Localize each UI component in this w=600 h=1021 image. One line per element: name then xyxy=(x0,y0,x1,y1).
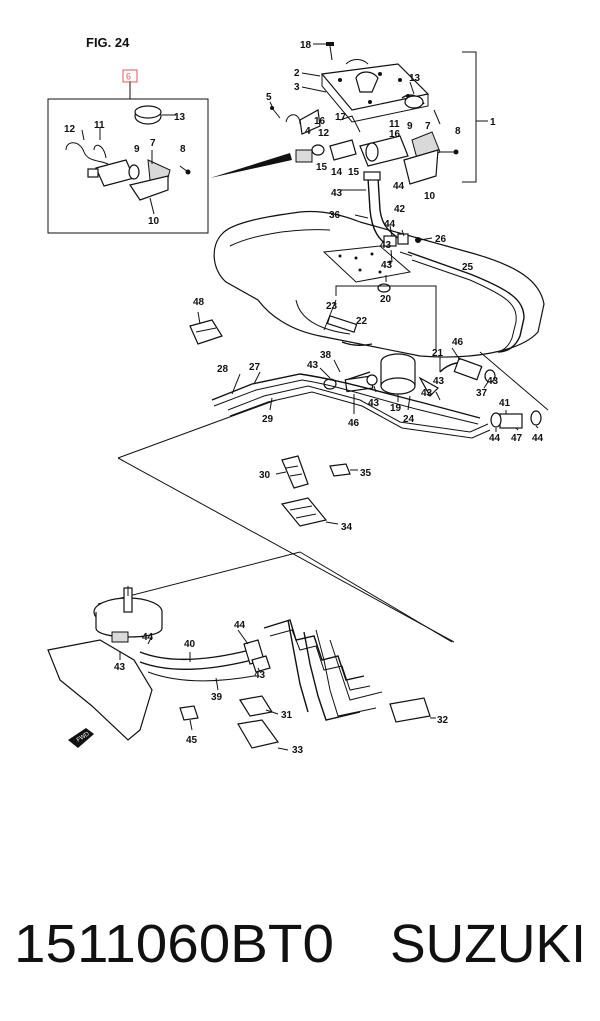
figure-title: FIG. 24 xyxy=(86,35,130,50)
label-16b: 16 xyxy=(389,129,401,140)
label-22: 22 xyxy=(356,316,368,327)
label-31: 31 xyxy=(281,710,293,721)
label-10: 10 xyxy=(424,191,436,202)
label-26: 26 xyxy=(435,234,447,245)
label-43c: 43 xyxy=(381,260,393,271)
forward-direction-arrow: FWD xyxy=(68,728,94,748)
label-43e: 43 xyxy=(487,376,499,387)
label-47: 47 xyxy=(511,433,523,444)
label-10-inset: 10 xyxy=(148,216,160,227)
inset-reference-box xyxy=(122,69,138,83)
pipe-25 xyxy=(407,251,525,353)
label-21: 21 xyxy=(432,348,444,359)
label-48: 48 xyxy=(193,297,205,308)
label-42: 42 xyxy=(394,204,406,215)
label-43g: 43 xyxy=(421,388,433,399)
label-13: 13 xyxy=(409,73,421,84)
hose-40 xyxy=(139,649,251,661)
label-16: 16 xyxy=(314,116,326,127)
label-1: 1 xyxy=(490,117,496,128)
label-2: 2 xyxy=(294,68,300,79)
fuel-system-parts-diagram: FIG. 24 6 xyxy=(47,35,549,756)
label-43: 43 xyxy=(331,188,343,199)
leader-lines xyxy=(81,43,539,715)
label-43-lower: 43 xyxy=(254,670,266,681)
label-5: 5 xyxy=(266,92,272,103)
label-12: 12 xyxy=(318,128,330,139)
label-36: 36 xyxy=(329,210,341,221)
throttle-body-assembly xyxy=(47,586,163,741)
label-30: 30 xyxy=(259,470,271,481)
label-3: 3 xyxy=(294,82,300,93)
inset-border xyxy=(47,98,209,234)
label-11: 11 xyxy=(389,119,400,130)
label-8-inset: 8 xyxy=(180,144,186,155)
label-24: 24 xyxy=(403,414,415,425)
label-32: 32 xyxy=(437,715,449,726)
label-43i: 43 xyxy=(114,662,126,673)
label-4: 4 xyxy=(305,126,311,137)
label-44c: 44 xyxy=(489,433,501,444)
label-12-inset: 12 xyxy=(64,124,76,135)
label-34: 34 xyxy=(341,522,353,533)
label-33: 33 xyxy=(292,745,304,756)
label-8: 8 xyxy=(455,126,461,137)
fuel-pump-assembly xyxy=(270,42,459,185)
label-19: 19 xyxy=(390,403,402,414)
label-43f: 43 xyxy=(433,376,445,387)
label-41: 41 xyxy=(499,398,511,409)
label-15: 15 xyxy=(316,162,328,173)
inset-panel: 6 xyxy=(47,69,209,234)
label-43h: 43 xyxy=(368,398,380,409)
label-37: 37 xyxy=(476,388,488,399)
label-18: 18 xyxy=(300,40,312,51)
label-44d: 44 xyxy=(532,433,544,444)
label-9: 9 xyxy=(407,121,413,132)
label-7-inset: 7 xyxy=(150,138,156,149)
label-27: 27 xyxy=(249,362,261,373)
fuel-line-27 xyxy=(211,373,481,419)
label-45: 45 xyxy=(186,735,198,746)
part-labels: 18 2 3 13 5 16 17 11 4 12 16 9 7 8 1 15 … xyxy=(64,40,544,756)
label-11-inset: 11 xyxy=(94,120,105,131)
fuel-tank xyxy=(213,210,545,358)
inset-reference-label: 6 xyxy=(126,72,131,82)
label-35: 35 xyxy=(360,468,372,479)
label-15b: 15 xyxy=(348,167,360,178)
group-bracket xyxy=(462,51,477,183)
fuel-filter xyxy=(380,353,416,402)
label-23: 23 xyxy=(326,301,338,312)
caption-bar: 1511060BT0 SUZUKI xyxy=(14,914,586,974)
label-46: 46 xyxy=(452,337,464,348)
label-44b: 44 xyxy=(384,219,396,230)
part-number: 1511060BT0 xyxy=(14,914,334,974)
callout-arrow xyxy=(210,153,292,178)
label-25: 25 xyxy=(462,262,474,273)
label-29: 29 xyxy=(262,414,274,425)
label-20: 20 xyxy=(380,294,392,305)
label-9-inset: 9 xyxy=(134,144,140,155)
fuel-line-29 xyxy=(227,385,489,433)
label-28: 28 xyxy=(217,364,229,375)
label-40: 40 xyxy=(184,639,196,650)
label-39: 39 xyxy=(211,692,223,703)
label-44: 44 xyxy=(393,181,405,192)
label-13-inset: 13 xyxy=(174,112,186,123)
label-38: 38 xyxy=(320,350,332,361)
label-17: 17 xyxy=(335,112,347,123)
brand-name: SUZUKI xyxy=(390,914,586,974)
label-43b: 43 xyxy=(380,240,392,251)
label-43d: 43 xyxy=(307,360,319,371)
clip-48 xyxy=(189,319,223,345)
label-7: 7 xyxy=(425,121,431,132)
label-46b: 46 xyxy=(348,418,360,429)
label-44f: 44 xyxy=(142,632,154,643)
label-44e: 44 xyxy=(234,620,246,631)
label-14: 14 xyxy=(331,167,343,178)
